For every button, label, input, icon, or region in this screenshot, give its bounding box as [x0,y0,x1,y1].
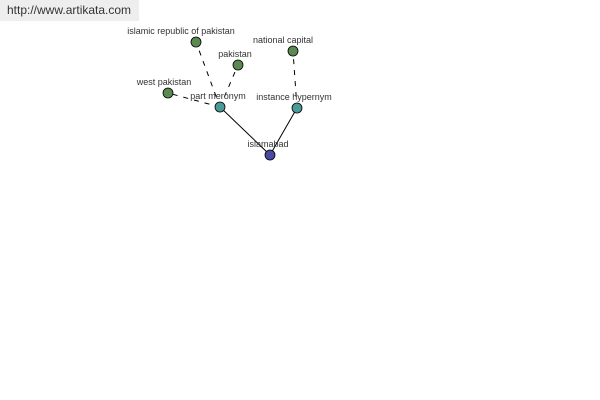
node-west-pakistan[interactable]: west pakistan [136,77,192,99]
edge-islamabad-to-part-meronym [219,106,271,156]
node-part-meronym-label: part meronym [190,91,246,101]
node-islamic-republic-of-pakistan-label: islamic republic of pakistan [127,26,235,36]
edge-part-meronym-to-west-pakistan [167,92,221,108]
edge-part-meronym-to-pakistan [219,64,239,108]
node-national-capital-dot[interactable] [287,45,299,57]
edge-part-meronym-to-islamic-republic-of-pakistan [195,41,221,108]
node-national-capital-label: national capital [253,35,313,45]
edge-islamabad-to-instance-hypernym [269,107,298,156]
node-national-capital[interactable]: national capital [253,35,313,57]
nodes-layer: islamabad part meronym instance hypernym is… [127,26,332,161]
edge-instance-hypernym-to-national-capital [292,50,298,109]
node-instance-hypernym-dot[interactable] [291,102,303,114]
node-islamabad-label: islamabad [247,139,288,149]
node-west-pakistan-dot[interactable] [162,87,174,99]
node-instance-hypernym-label: instance hypernym [256,92,332,102]
node-west-pakistan-label: west pakistan [136,77,192,87]
node-pakistan-label: pakistan [218,49,252,59]
node-instance-hypernym[interactable]: instance hypernym [256,92,332,114]
node-islamabad[interactable]: islamabad [247,139,289,161]
node-islamic-republic-of-pakistan-dot[interactable] [190,36,202,48]
node-pakistan-dot[interactable] [232,59,244,71]
node-islamabad-dot[interactable] [264,149,276,161]
node-pakistan[interactable]: pakistan [218,49,252,71]
node-islamic-republic-of-pakistan[interactable]: islamic republic of pakistan [127,26,235,48]
source-url-banner[interactable]: http://www.artikata.com [0,0,139,21]
node-part-meronym-dot[interactable] [214,101,226,113]
edges-layer [167,41,298,156]
node-part-meronym[interactable]: part meronym [190,91,246,113]
